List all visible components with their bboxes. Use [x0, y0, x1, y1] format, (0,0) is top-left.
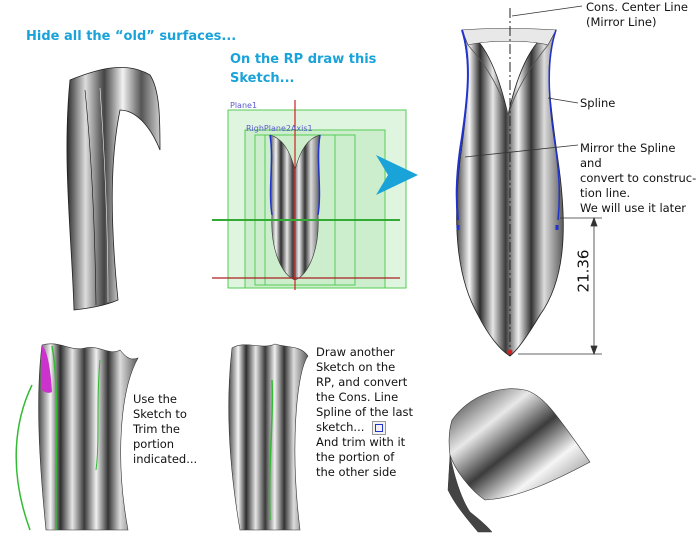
callout-leaders [464, 5, 583, 158]
step-another-line: Spline of the last [316, 405, 414, 419]
step-draw-heading: On the RP draw this Sketch... [230, 50, 376, 88]
dimension-value: 21.36 [574, 249, 593, 293]
callout-mirror-line: convert to construc- [580, 171, 697, 185]
step-another-line: the Cons. Line [316, 390, 399, 404]
dimension-value-box: 21.36 [568, 250, 598, 293]
step-another-line: Draw another [316, 345, 395, 359]
dimension-annotation [518, 216, 602, 356]
step-draw-line2: Sketch... [230, 71, 295, 86]
plane-label: Plane1 [230, 101, 258, 110]
step-trim-line: Trim the [133, 422, 180, 436]
callout-mirror-line: Mirror the Spline and [580, 141, 676, 170]
callout-mirror-line: tion line. [580, 186, 631, 200]
convert-entities-icon [372, 420, 387, 435]
step-trim-text: Use the Sketch to Trim the portion indic… [133, 392, 197, 467]
flare-surface-image [447, 388, 591, 533]
step-trim-line: indicated... [133, 452, 198, 466]
step-draw-line1: On the RP draw this [230, 52, 377, 67]
callout-center-line-2: (Mirror Line) [586, 15, 657, 29]
step-trim-line: Use the [133, 392, 178, 406]
sketch-plane-view [212, 100, 407, 290]
leaf-surface-image [66, 67, 161, 311]
large-vase-image [455, 8, 564, 357]
callout-center-line-1: Cons. Center Line [586, 0, 688, 14]
half-vase-image [228, 343, 309, 531]
axis-label: RighPlane2Axis1 [246, 124, 313, 133]
callout-spline: Spline [580, 96, 616, 110]
step-hide-heading: Hide all the “old” surfaces... [26, 29, 237, 44]
step-another-text: Draw another Sketch on the RP, and conve… [316, 345, 413, 480]
step-trim-line: portion [133, 437, 175, 451]
callout-center-line: Cons. Center Line (Mirror Line) [586, 0, 688, 30]
step-another-line: RP, and convert [316, 375, 408, 389]
trim-vase-image [15, 343, 139, 531]
step-another-line: the other side [316, 465, 397, 479]
step-another-line: Sketch on the [316, 360, 396, 374]
callout-mirror-line: We will use it later [580, 201, 686, 215]
step-another-line: sketch... [316, 420, 413, 435]
step-another-line: And trim with it [316, 435, 406, 449]
step-another-line: the portion of [316, 450, 395, 464]
step-trim-line: Sketch to [133, 407, 187, 421]
callout-mirror: Mirror the Spline and convert to constru… [580, 141, 700, 216]
next-step-arrow [376, 155, 418, 195]
